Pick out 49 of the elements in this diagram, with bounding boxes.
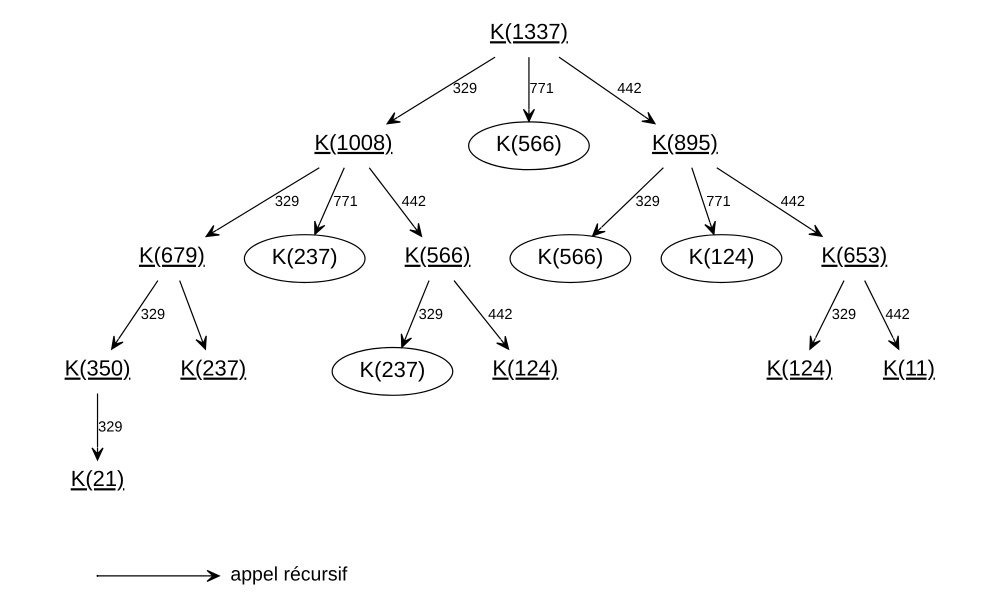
arrow xyxy=(110,280,158,350)
node-ellipse: K(237) xyxy=(331,346,453,396)
edge-label: 442 xyxy=(488,306,512,323)
node-text: K(21) xyxy=(70,466,124,492)
edge-label: 329 xyxy=(635,194,660,210)
arrow xyxy=(808,280,844,350)
legend-label: appel récursif xyxy=(230,564,347,586)
edge-label: 442 xyxy=(884,306,910,323)
arrow xyxy=(314,167,344,235)
node-text: K(1337) xyxy=(489,19,568,44)
edge-label: 329 xyxy=(98,420,122,436)
arrow xyxy=(522,57,535,122)
arrow xyxy=(558,56,656,124)
node-text: K(11) xyxy=(882,356,934,381)
edge-label: 329 xyxy=(140,306,165,323)
node-text: K(679) xyxy=(138,242,204,268)
node-text: K(124) xyxy=(766,356,832,381)
node-text: K(350) xyxy=(64,356,130,381)
edge-label: 771 xyxy=(332,194,358,210)
node-ellipse: K(124) xyxy=(660,234,782,284)
arrow xyxy=(690,168,716,235)
edge-label: 329 xyxy=(452,81,477,98)
edge-label: 442 xyxy=(616,81,642,98)
node-text: K(653) xyxy=(820,242,887,268)
edge-label: 329 xyxy=(274,194,299,210)
arrow xyxy=(386,56,495,124)
node-text: K(1008) xyxy=(314,130,392,155)
node-ellipse: K(566) xyxy=(508,234,631,284)
edge-label: 329 xyxy=(831,306,856,323)
edge-label: 771 xyxy=(529,81,554,98)
node-ellipse: K(237) xyxy=(243,234,366,284)
arrow xyxy=(864,280,899,350)
arrow xyxy=(368,167,422,237)
edge-label: 442 xyxy=(401,194,426,210)
edge-label: 329 xyxy=(418,306,443,323)
node-text: K(566) xyxy=(404,242,470,268)
arrow xyxy=(716,167,822,237)
arrow xyxy=(592,167,664,237)
arrow xyxy=(453,280,509,350)
node-text: K(895) xyxy=(652,130,718,155)
arrow xyxy=(400,280,430,348)
node-text: K(124) xyxy=(492,356,558,381)
arrow xyxy=(178,280,206,350)
edge-label: 442 xyxy=(780,194,804,210)
arrow xyxy=(90,394,104,461)
node-ellipse: K(566) xyxy=(468,121,590,170)
arrow xyxy=(205,167,320,238)
edge-label: 771 xyxy=(706,194,730,210)
node-text: K(237) xyxy=(180,356,246,381)
